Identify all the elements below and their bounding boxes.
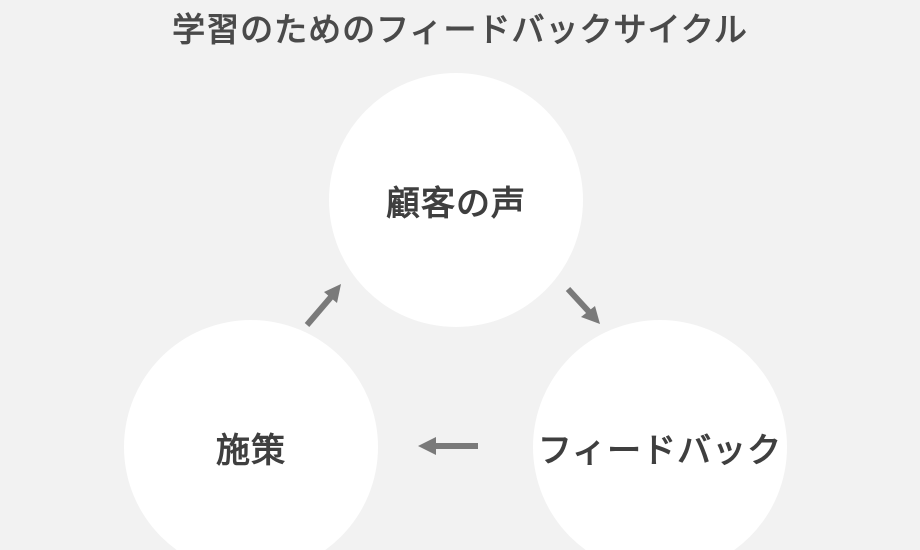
- arrow-feedback-to-measures: [418, 437, 478, 455]
- node-customer-voice: 顧客の声: [329, 73, 583, 327]
- node-customer-voice-label: 顧客の声: [386, 183, 526, 224]
- arrow-customer-voice-to-feedback: [565, 286, 600, 324]
- diagram-title: 学習のためのフィードバックサイクル: [172, 10, 748, 49]
- node-measures-label: 施策: [216, 430, 286, 471]
- node-feedback: フィードバック: [533, 320, 787, 550]
- arrow-measures-to-customer-voice: [304, 284, 341, 327]
- node-measures: 施策: [124, 320, 378, 550]
- node-feedback-label: フィードバック: [537, 430, 783, 471]
